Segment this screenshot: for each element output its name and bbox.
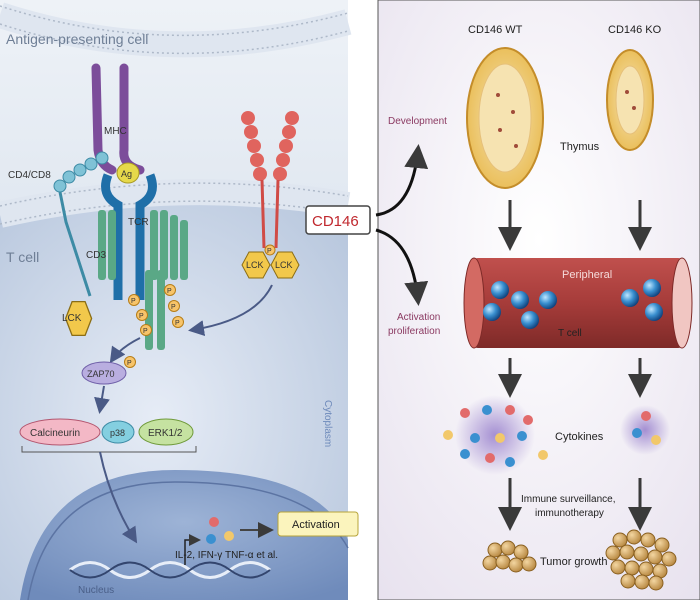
left-panel: Antigen-presenting cell T cell Cytoplasm… [0,0,359,601]
phospho-cd146: P [264,244,276,256]
peripheral-label: Peripheral [562,269,612,281]
apc-label: Antigen-presenting cell [6,31,148,47]
lck-cd146-left: LCK [241,251,271,279]
p38-label: p38 [110,428,125,438]
cd4-cd8-coreceptor: CD4/CD8 [8,151,109,297]
cd4cd8-label: CD4/CD8 [8,170,51,181]
p-zap70: P [127,360,132,367]
cd146-dimer [241,111,299,249]
phospho-cd3: P P P P P P [128,284,184,336]
p-2: P [167,288,172,295]
ko-label: CD146 KO [608,24,662,36]
p-cd146: P [267,248,272,255]
tumor-label: Tumor growth [540,556,607,568]
cd146-label: CD146 [312,213,359,230]
mhc-label: MHC [104,126,127,137]
tcr-label: TCR [128,217,149,228]
cytokine-genes-label: IL-2, IFN-γ TNF-α et al. [175,550,278,561]
cytokine-dot-red [209,517,219,527]
tcell-label: T cell [6,249,39,265]
activation-arrow [375,228,429,306]
ag-label: Ag [121,169,132,179]
p-1: P [131,298,136,305]
lck-left-label: LCK [62,313,82,324]
zap70-to-effectors-arrow [94,385,110,414]
p-3: P [139,313,144,320]
calcineurin: Calcineurin [19,418,101,446]
development-arrow [375,144,429,217]
wt-label: CD146 WT [468,24,523,36]
zap70: ZAP70 P [81,356,136,385]
transcription-arrow [184,534,201,565]
zap70-label: ZAP70 [87,369,115,379]
cd146-box [305,205,371,235]
erk12: ERK1/2 [138,418,194,446]
erk-label: ERK1/2 [148,428,183,439]
immune-label-1: Immune surveillance, [521,494,615,505]
tcells-ko [621,279,663,321]
cd146-to-cd3-arrow [188,284,273,337]
lck-cd146-right: LCK [270,251,300,279]
calcineurin-label: Calcineurin [30,428,80,439]
dna [69,561,271,579]
apc-membrane [0,2,352,58]
vessel-tcell-label: T cell [558,328,582,339]
p-5: P [143,328,148,335]
cd3-to-zap70-arrow [109,337,141,364]
to-nucleus-arrow [99,451,138,544]
thymus-wt [466,47,544,189]
nucleus-label: Nucleus [78,585,114,596]
tumor-ko [605,529,677,591]
cytoplasm-label: Cytoplasm [322,400,333,447]
effector-bracket [21,446,197,453]
tumor-wt [482,540,537,573]
tcell-membrane [0,179,351,228]
activation-box-label: Activation [292,519,340,531]
development-label: Development [388,116,447,127]
center-connector: CD146 Development Activation proliferati… [305,116,447,337]
tcr: TCR [101,173,157,300]
cytokines-wt [443,395,548,475]
lck-cd146-left-label: LCK [246,260,264,270]
antigen [116,162,140,184]
cytokines-label: Cytokines [555,431,604,443]
cytokine-dot-yellow [224,531,234,541]
activation-box [277,511,359,537]
cytokine-dot-blue [206,534,216,544]
thymus-ko [606,49,654,151]
cd3-complex: CD3 [86,210,188,350]
lck-left: LCK [62,300,93,337]
cytokines-ko [620,405,670,455]
p-6: P [175,320,180,327]
activation-label-2: proliferation [388,326,440,337]
p-4: P [171,304,176,311]
thymus-label: Thymus [560,141,600,153]
p38: p38 [101,420,135,444]
cd3-label: CD3 [86,250,106,261]
lck-cd146-right-label: LCK [275,260,293,270]
right-panel: CD146 WT CD146 KO Thymus Periphera [377,0,700,601]
tcells-wt [483,281,557,329]
activation-label-1: Activation [397,312,440,323]
immune-label-2: immunotherapy [535,508,604,519]
